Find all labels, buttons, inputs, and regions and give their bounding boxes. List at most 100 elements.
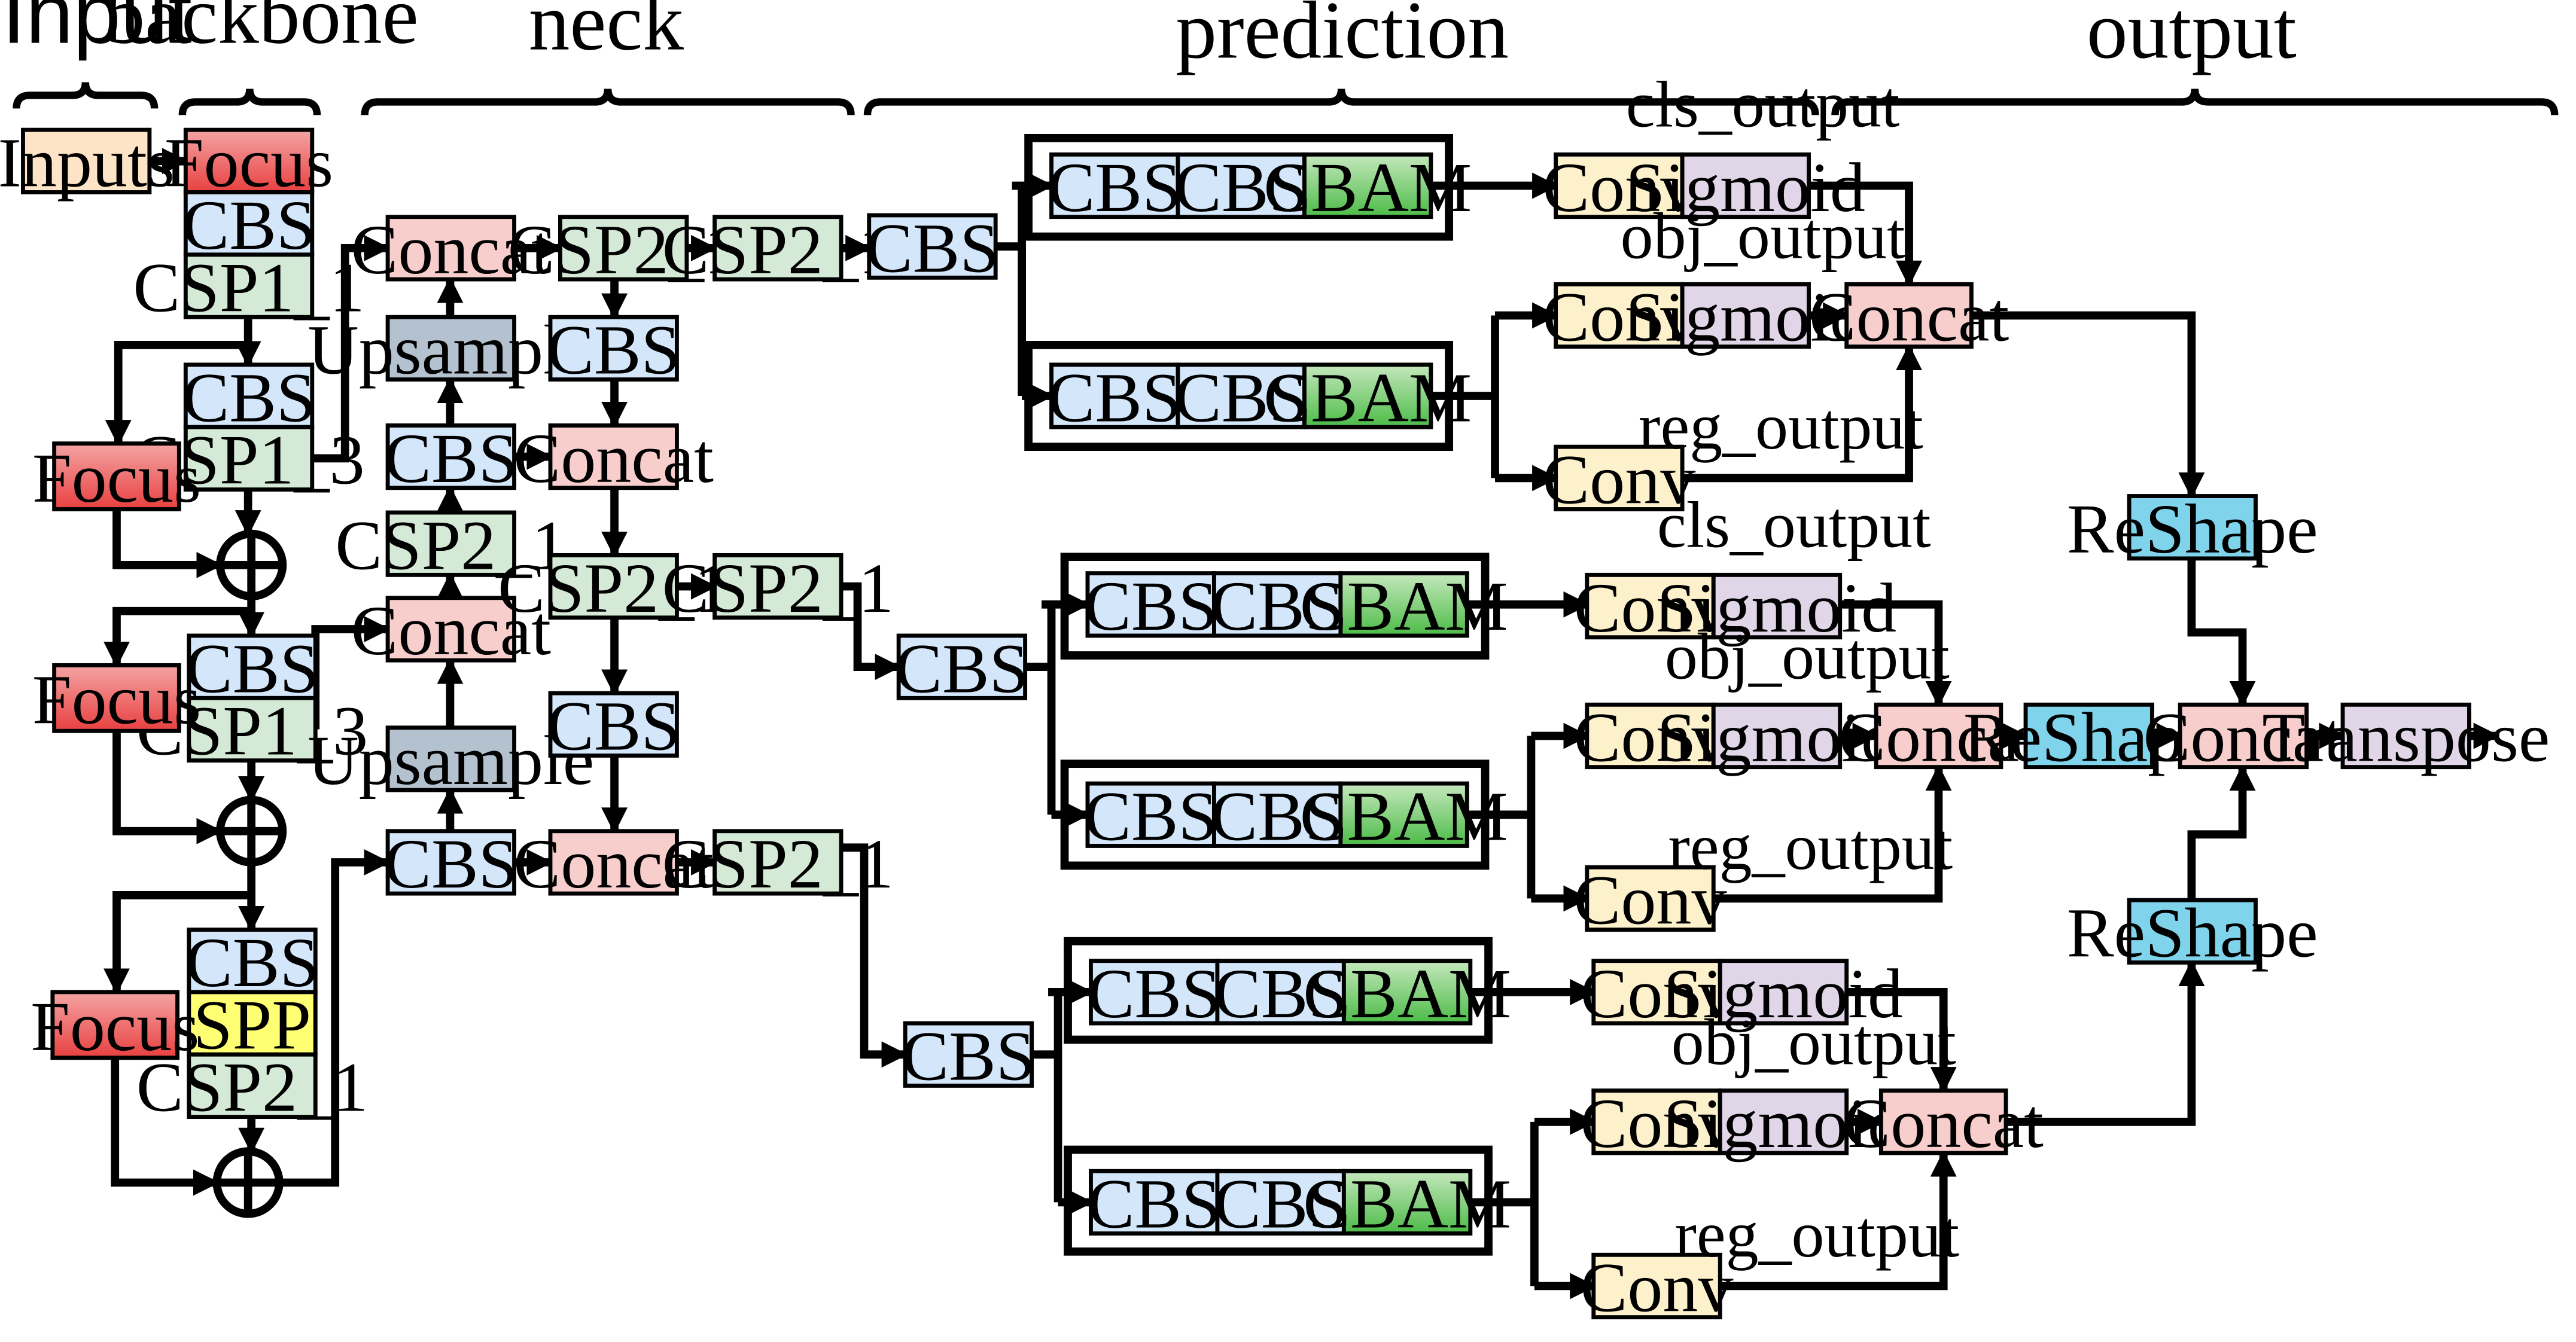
block-focus4 bbox=[50, 990, 180, 1060]
block-reshape3 bbox=[2127, 898, 2258, 965]
label-h3_cbs: CBS bbox=[902, 1017, 1035, 1095]
block-h1_cbs bbox=[867, 213, 998, 280]
label-h3_conv_obj: Conv bbox=[1581, 1084, 1734, 1163]
label-h1_conv_obj: Conv bbox=[1542, 278, 1696, 356]
arrow-12 bbox=[103, 890, 252, 995]
label-h2_concat: Concat bbox=[1838, 699, 2039, 777]
h3-reg-output-label: reg_output bbox=[1674, 1198, 1959, 1271]
connection-arrows bbox=[103, 148, 2500, 1300]
arrow-75 bbox=[1846, 988, 1957, 1094]
label-h3_t2_cbs2: CBS bbox=[1214, 1165, 1347, 1243]
h2-reg-output-label: reg_output bbox=[1668, 810, 1953, 883]
label-n_csp1: CSP2_1 bbox=[335, 506, 567, 584]
arrow-5 bbox=[312, 234, 391, 463]
block-h1_sig_obj bbox=[1680, 282, 1811, 349]
block-h2_sig_cls bbox=[1711, 572, 1843, 640]
output-labels: cls_output obj_output reg_output cls_output… bbox=[1621, 68, 1960, 1271]
h1-obj-output-label: obj_output bbox=[1621, 199, 1905, 272]
arrow-77 bbox=[1720, 1150, 1957, 1291]
block-inputs bbox=[21, 127, 152, 194]
section-header-neck: neck bbox=[529, 0, 684, 68]
brace-neck bbox=[361, 89, 855, 115]
label-bb_csp1_1: CSP1_1 bbox=[133, 248, 364, 327]
arrow-83 bbox=[2187, 764, 2256, 901]
label-h3_conv_reg: Conv bbox=[1581, 1249, 1734, 1327]
block-h3_conv_obj bbox=[1591, 1088, 1722, 1155]
block-h3_cbs bbox=[903, 1021, 1034, 1088]
label-focus3: Focus bbox=[32, 661, 201, 739]
label-h2_cbs: CBS bbox=[895, 629, 1028, 707]
block-n_cbs4 bbox=[548, 691, 679, 758]
block-reshape2 bbox=[2023, 702, 2154, 770]
label-transpose: Transpose bbox=[2262, 699, 2550, 777]
label-n_concat2: Concat bbox=[351, 591, 552, 670]
block-n_csp5 bbox=[712, 553, 844, 620]
h2-cls-output-label: cls_output bbox=[1657, 489, 1931, 562]
cbam-group-frames bbox=[1024, 134, 1493, 1256]
label-h1_t2_cbs1: CBS bbox=[1048, 358, 1182, 437]
block-n_cbs2 bbox=[385, 829, 516, 896]
block-bb_focus1 bbox=[183, 127, 315, 194]
block-h2_t2_cbs2 bbox=[1211, 781, 1343, 848]
block-h3_sig_obj bbox=[1718, 1088, 1849, 1155]
block-h2_t1_cbam bbox=[1338, 571, 1469, 638]
block-h1_sig_cls bbox=[1680, 152, 1811, 219]
label-n_concat3: Concat bbox=[513, 419, 714, 498]
h1-cls-output-label: cls_output bbox=[1626, 68, 1900, 141]
block-h2_t1_cbs2 bbox=[1211, 571, 1343, 638]
block-n_concat1 bbox=[385, 215, 516, 282]
label-n_ups1: Upsample bbox=[307, 311, 594, 389]
label-out_concat: Concat bbox=[2143, 699, 2344, 777]
block-h1_t1_cbs1 bbox=[1049, 152, 1180, 219]
h1-reg-output-label: reg_output bbox=[1639, 390, 1923, 463]
block-h3_t1_cbam bbox=[1341, 959, 1473, 1026]
label-n_cbs1: CBS bbox=[384, 419, 517, 498]
label-h3_t1_cbam: CBAM bbox=[1303, 954, 1511, 1033]
block-n_csp3 bbox=[548, 553, 679, 620]
block-h2_t2_cbam bbox=[1338, 781, 1469, 848]
block-n_csp6 bbox=[712, 829, 844, 896]
arrow-61 bbox=[1840, 600, 1952, 707]
block-h2_cbs bbox=[896, 633, 1028, 700]
arrow-3 bbox=[112, 509, 223, 578]
section-header-output: output bbox=[2087, 0, 2297, 75]
arrow-15 bbox=[279, 849, 391, 1187]
label-n_cbs2: CBS bbox=[384, 825, 517, 903]
block-h3_conv_reg bbox=[1591, 1252, 1722, 1320]
label-h1_cbs: CBS bbox=[866, 209, 999, 287]
block-h2_conv_reg bbox=[1585, 865, 1716, 932]
label-n_concat1: Concat bbox=[351, 211, 552, 289]
label-n_concat4: Concat bbox=[513, 825, 714, 903]
add2-cross bbox=[220, 800, 283, 862]
block-h3_t2_cbs1 bbox=[1089, 1169, 1220, 1236]
label-h2_conv_obj: Conv bbox=[1574, 699, 1728, 777]
label-reshape1: ReShape bbox=[2067, 490, 2318, 568]
label-h2_t1_cbs1: CBS bbox=[1084, 567, 1217, 645]
brace-input bbox=[13, 82, 159, 109]
block-focus3 bbox=[52, 663, 181, 733]
block-h2_conv_cls bbox=[1585, 572, 1716, 640]
arrow-8 bbox=[112, 731, 223, 844]
label-n_csp5: CSP2_1 bbox=[662, 549, 894, 627]
block-bb_cbs1 bbox=[183, 190, 315, 257]
label-h3_t2_cbs1: CBS bbox=[1088, 1165, 1221, 1243]
block-n_csp4 bbox=[712, 215, 844, 282]
block-h3_t2_cbam bbox=[1341, 1169, 1473, 1236]
label-h3_sig_cls: Sigmoid bbox=[1664, 954, 1903, 1033]
label-h2_t1_cbs2: CBS bbox=[1211, 567, 1344, 645]
label-n_csp3: CSP2_1 bbox=[498, 549, 729, 627]
block-transpose bbox=[2340, 702, 2471, 770]
block-h3_t2_cbs2 bbox=[1215, 1169, 1346, 1236]
label-h2_sig_cls: Sigmoid bbox=[1657, 569, 1896, 647]
label-bb_cbs2: CBS bbox=[182, 358, 315, 437]
block-h2_t1_cbs1 bbox=[1085, 571, 1216, 638]
block-h2_t2_cbs1 bbox=[1085, 781, 1216, 848]
block-n_ups2 bbox=[385, 725, 516, 792]
block-bb_spp bbox=[187, 990, 318, 1057]
block-h1_t2_cbam bbox=[1302, 362, 1433, 429]
block-bb_csp1_3a bbox=[183, 425, 315, 492]
label-h2_sig_obj: Sigmoid bbox=[1657, 699, 1896, 777]
layer-blocks: InputsFocusCBSCSP1_1CBSCSP1_3FocusCBSCSP… bbox=[0, 124, 2550, 1327]
brace-backbone bbox=[178, 89, 321, 115]
